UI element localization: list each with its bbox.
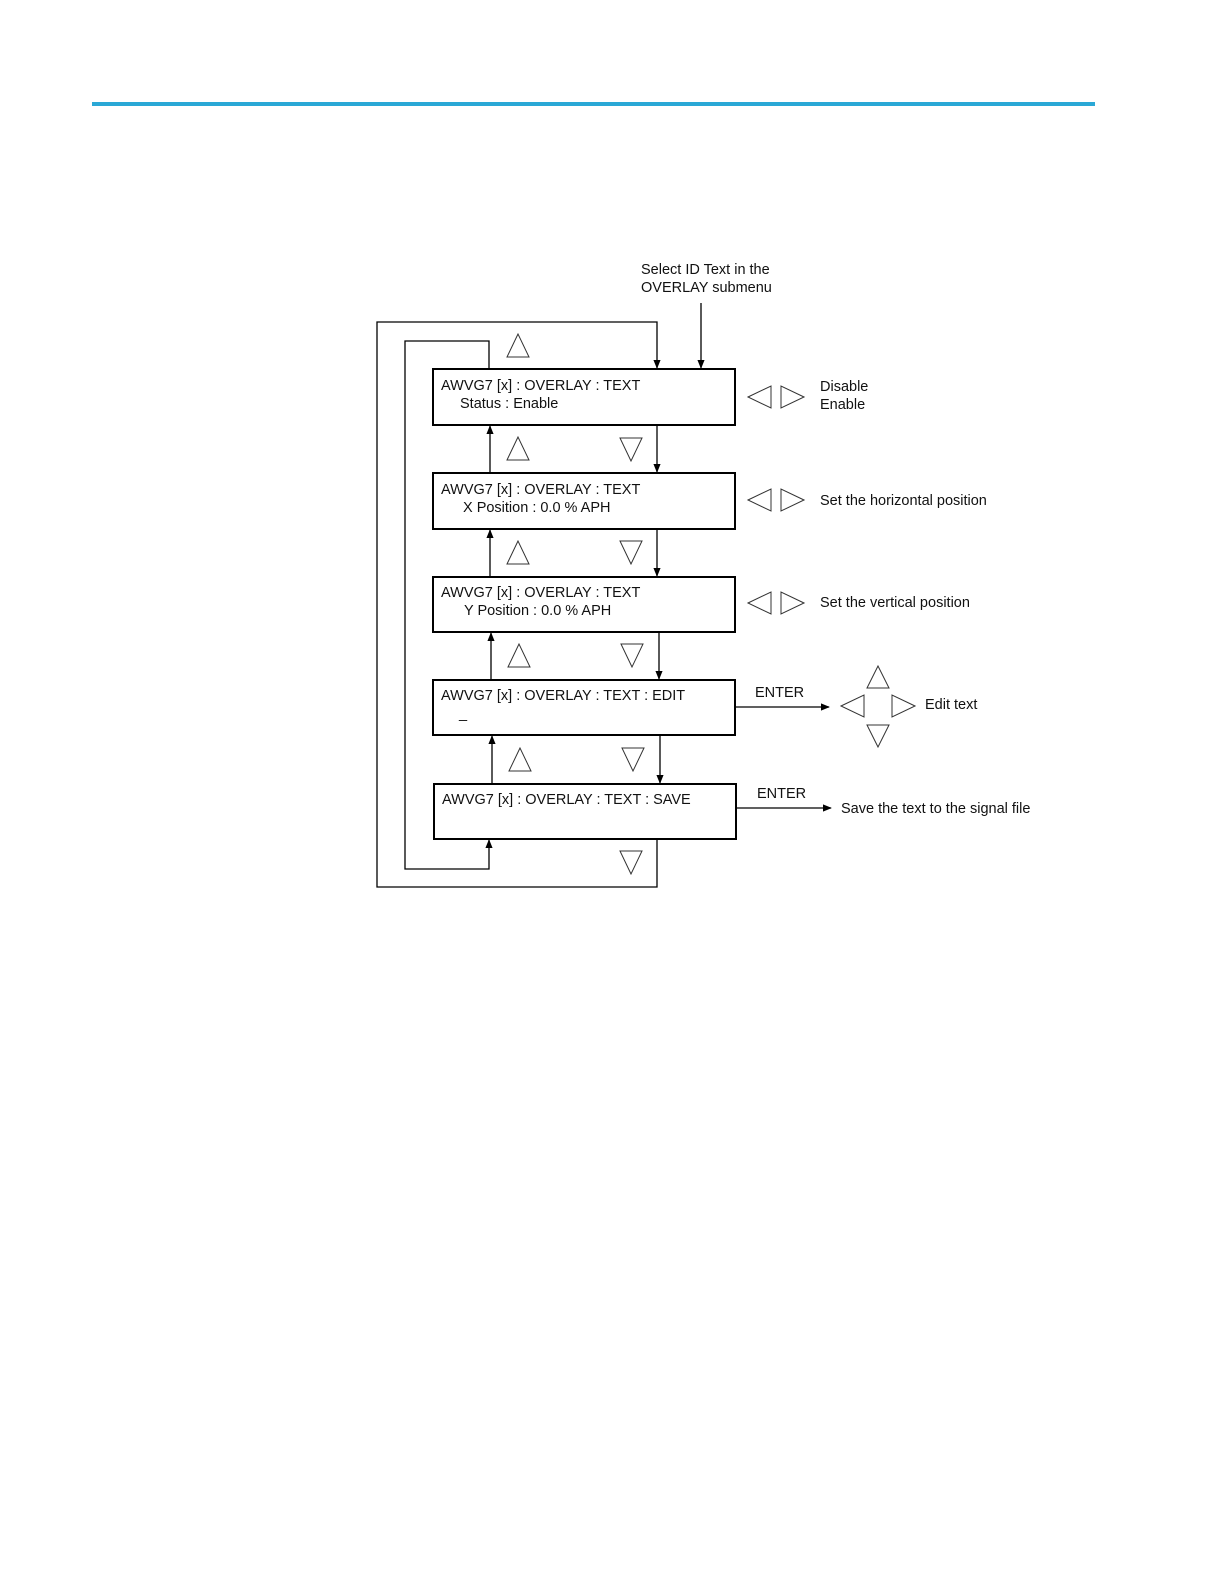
- x-position-description: Set the horizontal position: [820, 493, 987, 509]
- screen-status-line1: AWVG7 [x] : OVERLAY : TEXT: [441, 378, 640, 394]
- left-triangle-icon: [746, 488, 772, 512]
- down-triangle-icon: [620, 643, 644, 669]
- screen-x-position: AWVG7 [x] : OVERLAY : TEXT X Position : …: [432, 472, 736, 530]
- y-position-description: Set the vertical position: [820, 595, 970, 611]
- left-triangle-icon: [746, 385, 772, 409]
- right-triangle-icon: [891, 694, 917, 718]
- down-triangle-icon: [619, 850, 643, 876]
- down-triangle-icon: [621, 747, 645, 773]
- down-triangle-icon: [866, 724, 890, 749]
- screen-status: AWVG7 [x] : OVERLAY : TEXT Status : Enab…: [432, 368, 736, 426]
- edit-description: Edit text: [925, 697, 977, 713]
- screen-save: AWVG7 [x] : OVERLAY : TEXT : SAVE: [433, 783, 737, 840]
- entry-label-line1: Select ID Text in the: [641, 262, 770, 278]
- outer-loop-connector: [376, 321, 661, 888]
- status-option-disable: Disable: [820, 379, 868, 395]
- down-triangle-icon: [619, 437, 643, 463]
- status-option-enable: Enable: [820, 397, 865, 413]
- entry-label-line2: OVERLAY submenu: [641, 280, 772, 296]
- screen-edit: AWVG7 [x] : OVERLAY : TEXT : EDIT _: [432, 679, 736, 736]
- save-description: Save the text to the signal file: [841, 801, 1030, 817]
- screen-edit-cursor: _: [458, 706, 468, 722]
- right-triangle-icon: [780, 488, 806, 512]
- up-triangle-icon: [508, 746, 532, 772]
- up-triangle-icon: [866, 664, 890, 689]
- right-triangle-icon: [780, 591, 806, 615]
- inner-loop-connector: [404, 340, 493, 870]
- up-triangle-icon: [507, 642, 531, 668]
- up-triangle-icon: [506, 539, 530, 565]
- left-triangle-icon: [746, 591, 772, 615]
- screen-y-position-line1: AWVG7 [x] : OVERLAY : TEXT: [441, 585, 640, 601]
- header-rule: [92, 102, 1095, 106]
- up-triangle-icon: [506, 332, 530, 358]
- down-triangle-icon: [619, 540, 643, 566]
- screen-edit-line1: AWVG7 [x] : OVERLAY : TEXT : EDIT: [441, 688, 685, 704]
- screen-y-position: AWVG7 [x] : OVERLAY : TEXT Y Position : …: [432, 576, 736, 633]
- edit-enter-label: ENTER: [755, 685, 804, 701]
- screen-save-line1: AWVG7 [x] : OVERLAY : TEXT : SAVE: [442, 792, 691, 808]
- save-enter-label: ENTER: [757, 786, 806, 802]
- right-triangle-icon: [780, 385, 806, 409]
- screen-y-position-line2: Y Position : 0.0 % APH: [464, 603, 611, 619]
- screen-x-position-line1: AWVG7 [x] : OVERLAY : TEXT: [441, 482, 640, 498]
- screen-x-position-line2: X Position : 0.0 % APH: [463, 500, 611, 516]
- screen-status-line2: Status : Enable: [460, 396, 558, 412]
- left-triangle-icon: [839, 694, 865, 718]
- up-triangle-icon: [506, 435, 530, 461]
